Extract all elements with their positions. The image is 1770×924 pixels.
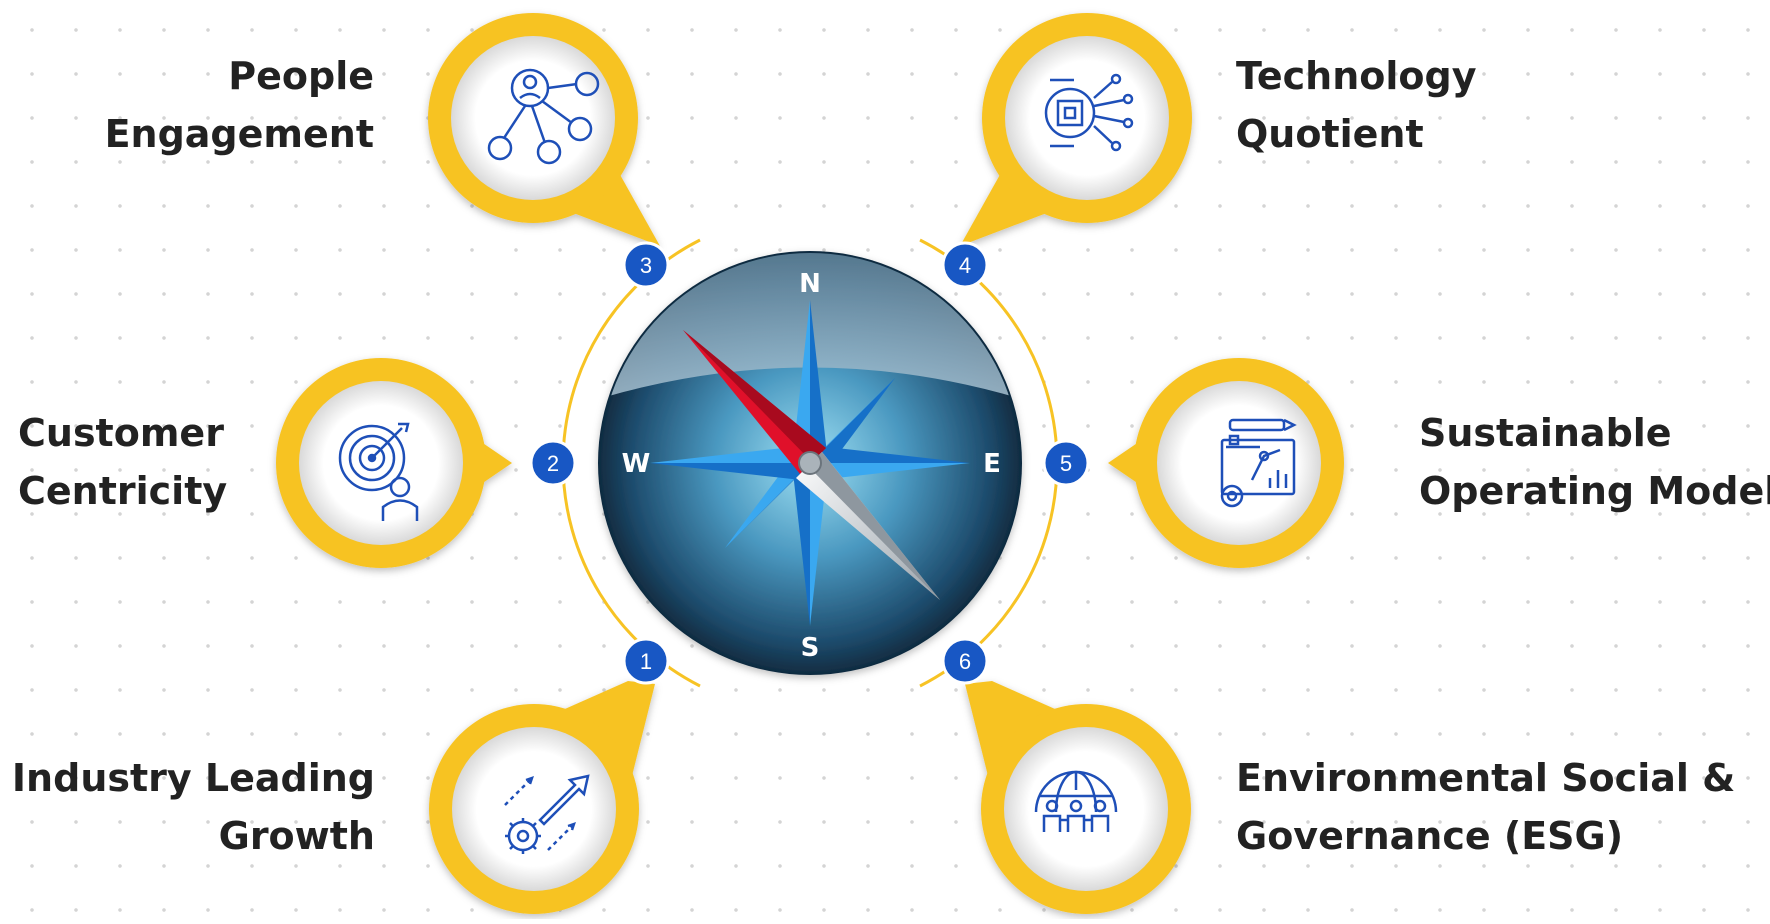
badge-2-number: 2 [547, 451, 559, 476]
label-technology-quotient: Technology Quotient [1236, 47, 1477, 163]
label-people-engagement-line2: Engagement [104, 112, 374, 156]
badge-3: 3 [622, 241, 670, 289]
pin-sustainable-operating-model [1108, 358, 1344, 568]
pin-technology-quotient [960, 13, 1192, 246]
label-sustainable-operating-model-line2: Operating Model [1419, 469, 1770, 513]
label-sustainable-operating-model-line1: Sustainable [1419, 411, 1672, 455]
circuit-chip-icon [1044, 73, 1134, 152]
label-customer-centricity-line1: Customer [18, 411, 224, 455]
compass-west-label: W [622, 449, 651, 479]
badge-3-number: 3 [640, 253, 652, 278]
people-network-icon [487, 68, 600, 165]
label-esg-line2: Governance (ESG) [1236, 814, 1624, 858]
badge-1-number: 1 [640, 649, 652, 674]
growth-gear-arrows-icon [504, 774, 590, 854]
label-technology-quotient-line2: Quotient [1236, 112, 1424, 156]
label-customer-centricity-line2: Centricity [18, 469, 228, 513]
compass-east-label: E [983, 449, 1001, 479]
pin-industry-leading-growth [429, 681, 655, 914]
pin-customer-centricity [276, 358, 512, 568]
badge-5-number: 5 [1060, 451, 1072, 476]
badge-6-number: 6 [959, 649, 971, 674]
target-person-icon [338, 422, 419, 521]
compass-needle [683, 330, 940, 600]
badge-4-number: 4 [959, 253, 971, 278]
label-industry-leading-growth-line1: Industry Leading [11, 756, 375, 800]
pin-esg [965, 681, 1191, 914]
label-esg: Environmental Social & Governance (ESG) [1236, 749, 1735, 865]
label-sustainable-operating-model: Sustainable Operating Model [1419, 404, 1770, 520]
compass-north-label: N [799, 269, 821, 299]
pin-people-engagement [428, 13, 660, 246]
label-customer-centricity: Customer Centricity [18, 404, 227, 520]
badge-5: 5 [1042, 439, 1090, 487]
label-people-engagement-line1: People [228, 54, 374, 98]
badge-2: 2 [529, 439, 577, 487]
badge-1: 1 [622, 637, 670, 685]
badge-6: 6 [941, 637, 989, 685]
label-technology-quotient-line1: Technology [1236, 54, 1477, 98]
globe-team-icon [1034, 770, 1118, 832]
badge-4: 4 [941, 241, 989, 289]
label-industry-leading-growth-line2: Growth [218, 814, 375, 858]
compass-south-label: S [801, 633, 820, 663]
label-people-engagement: People Engagement [105, 47, 374, 163]
label-industry-leading-growth: Industry Leading Growth [12, 749, 375, 865]
label-esg-line1: Environmental Social & [1236, 756, 1736, 800]
robot-arm-chart-icon [1220, 418, 1297, 508]
